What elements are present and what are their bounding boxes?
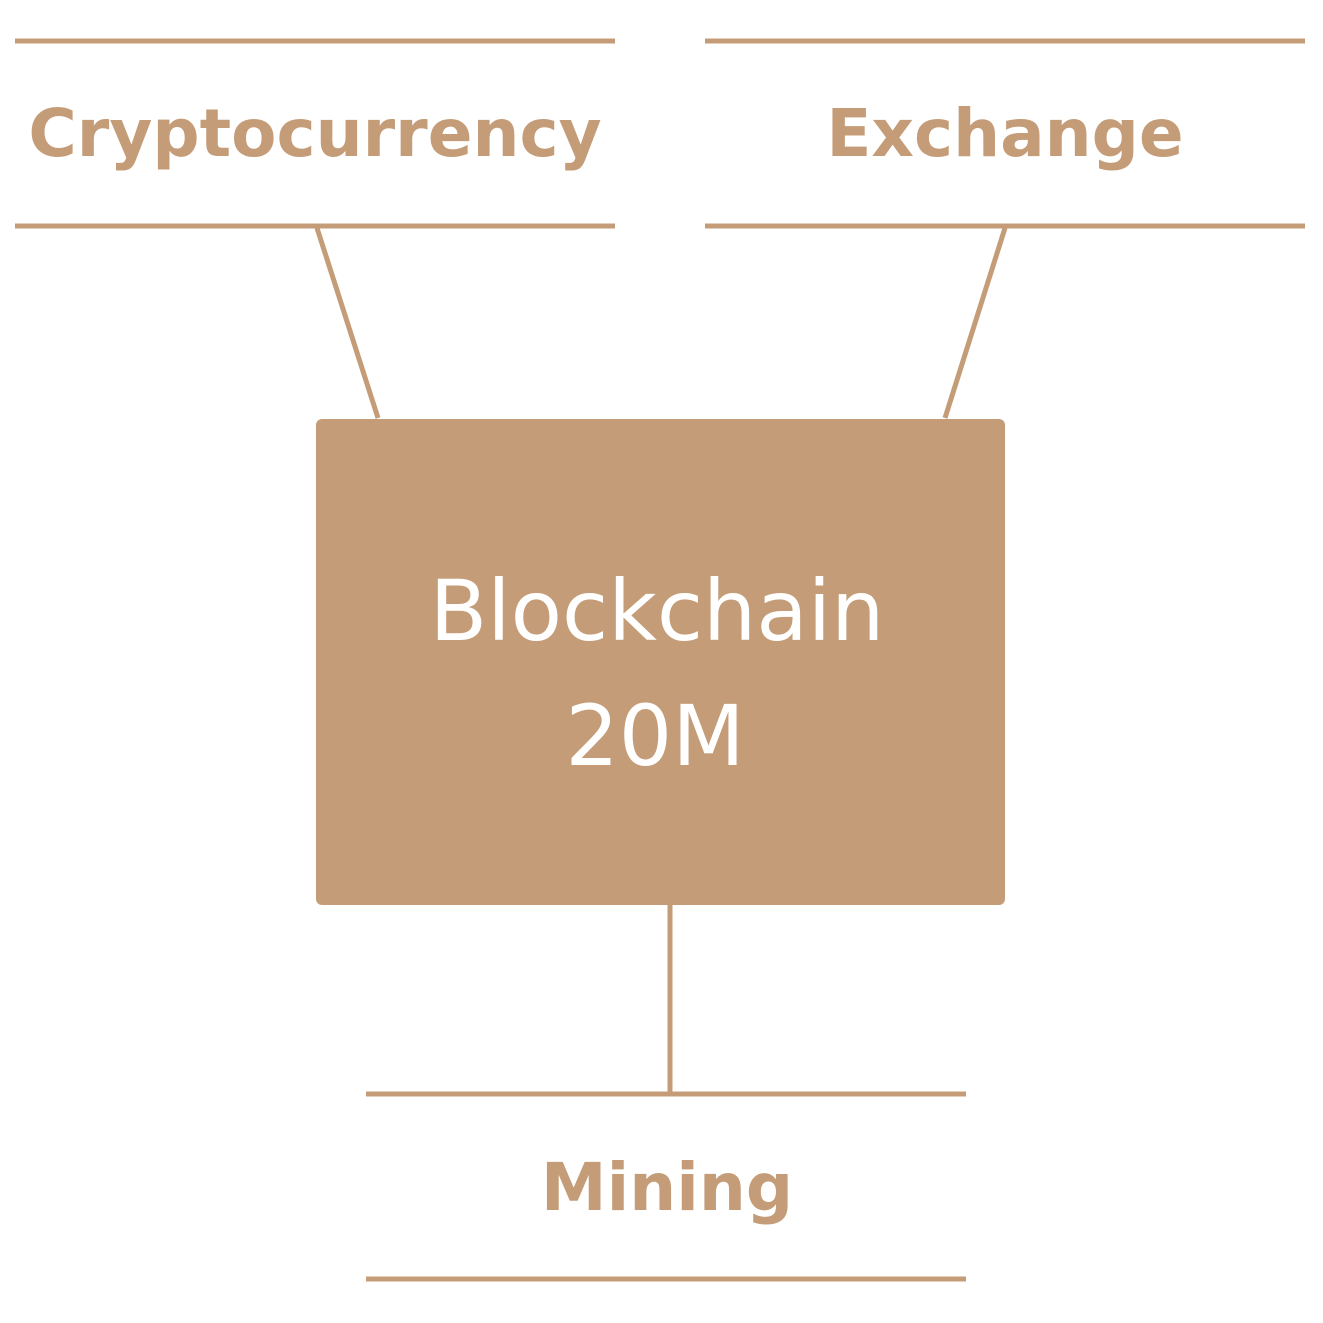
node-label-cryptocurrency: Cryptocurrency <box>28 95 601 172</box>
connector-exchange <box>942 227 1008 419</box>
center-node-value: 20M <box>565 687 744 785</box>
node-label-exchange: Exchange <box>826 95 1183 172</box>
center-node-box <box>316 419 1005 905</box>
node-label-mining: Mining <box>541 1149 793 1226</box>
connector-cryptocurrency <box>314 227 381 419</box>
center-node-title: Blockchain <box>430 562 885 660</box>
